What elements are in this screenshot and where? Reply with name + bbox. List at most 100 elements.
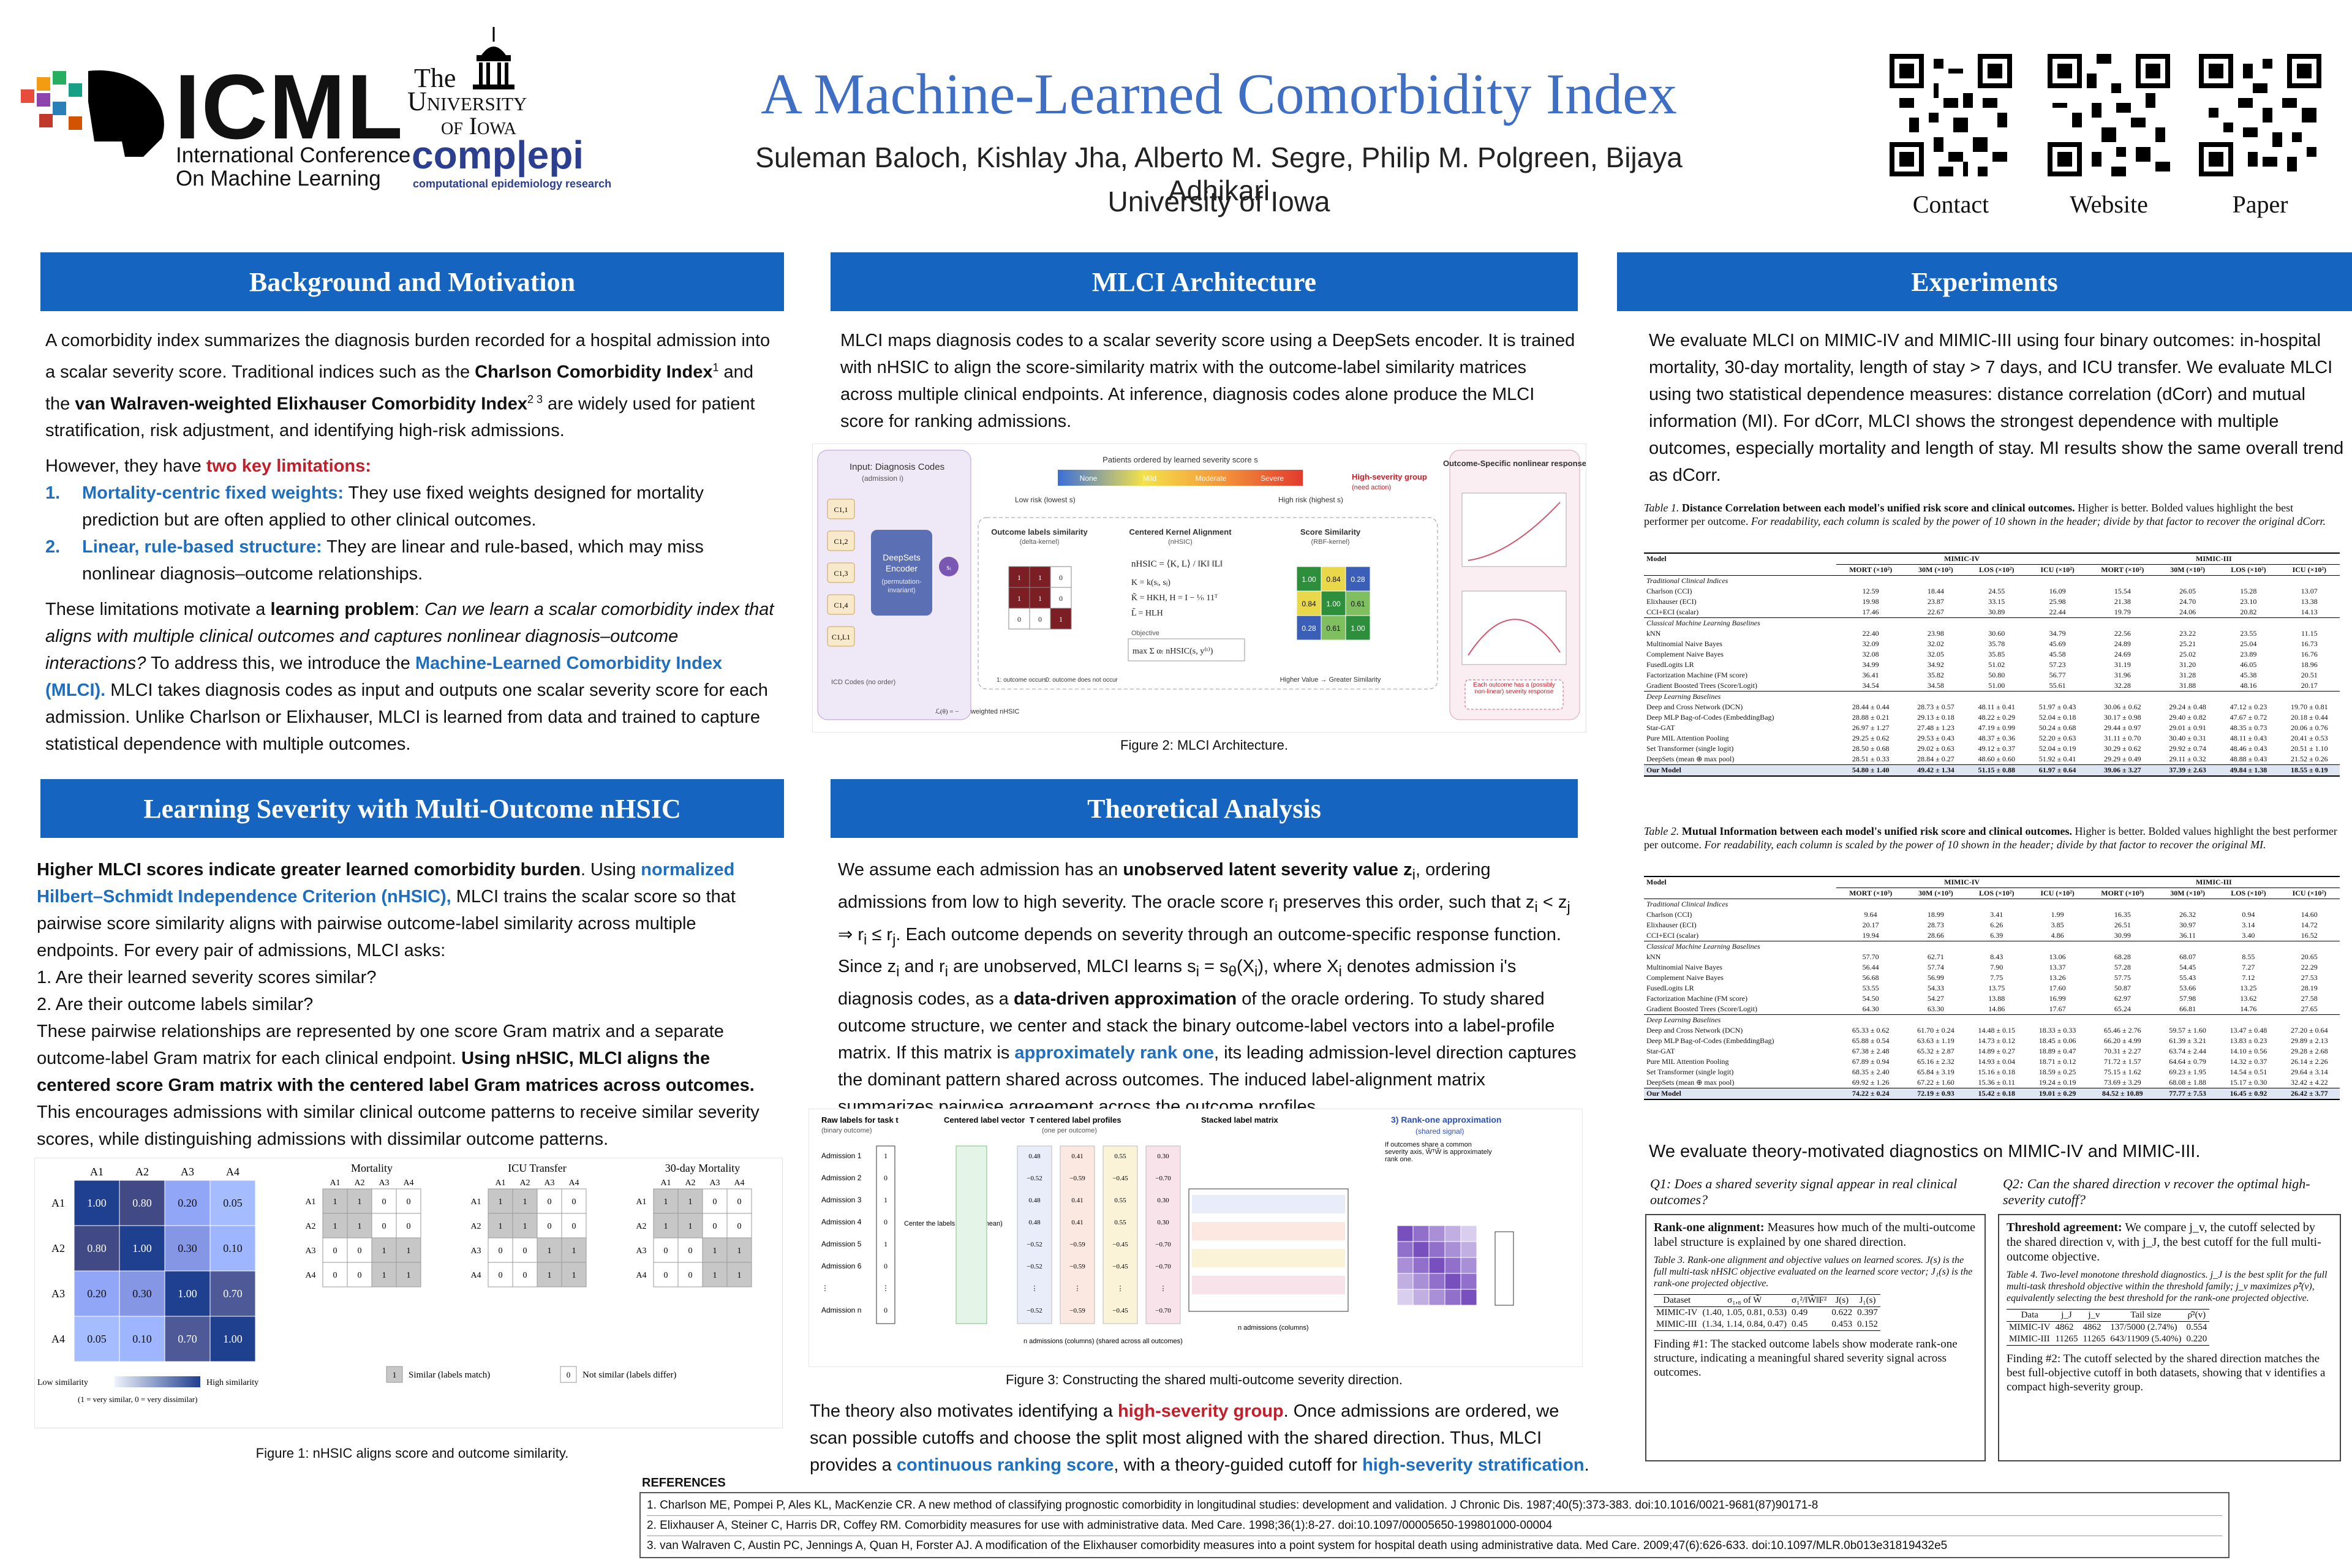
fig1-score-value: 0.10 xyxy=(223,1242,243,1254)
table-cell: 57.98 xyxy=(2179,994,2196,1003)
poster-authors: Suleman Baloch, Kishlay Jha, Alberto M. … xyxy=(755,141,1683,206)
table-cell: 34.99 xyxy=(1862,660,1879,669)
table-header-model: Model xyxy=(1646,878,1667,887)
references-box: 1. Charlson ME, Pompei P, Ales KL, MacKe… xyxy=(639,1492,2230,1558)
fig1-score-cell xyxy=(209,1180,256,1226)
table-cell: 23.89 xyxy=(2240,650,2257,658)
table-cell: 68.08 ± 1.88 xyxy=(2169,1078,2206,1087)
fig2-band-label: Mild xyxy=(1143,474,1156,483)
table-cell: 14.76 xyxy=(2240,1005,2257,1013)
table-cell: 34.58 xyxy=(1927,681,1944,690)
table-cell: 23.55 xyxy=(2240,629,2257,638)
fig3-rank-note-box: If outcomes share a common severity axis… xyxy=(1385,1141,1492,1163)
fig3-rank-cell xyxy=(1428,1257,1446,1274)
small-table-cell: 0.453 xyxy=(1831,1319,1853,1329)
small-table-cell: (1.34, 1.14, 0.84, 0.47) xyxy=(1702,1319,1787,1329)
table-header-dataset: MIMIC-IV xyxy=(1836,876,2088,888)
small-table-cell: 0.397 xyxy=(1857,1308,1878,1317)
table-cell: 45.58 xyxy=(2049,650,2066,658)
fig1-panel-row-label: A3 xyxy=(305,1246,315,1256)
icml-logo-mark xyxy=(21,65,174,163)
table-cell: 26.97 ± 1.27 xyxy=(1852,723,1890,732)
small-table-cell: (1.40, 1.05, 0.81, 0.53) xyxy=(1702,1308,1787,1317)
fig1-panel-row-label: A3 xyxy=(636,1246,646,1256)
fig1-label-cell xyxy=(677,1213,703,1238)
fig3-profile-value: −0.59 xyxy=(1069,1241,1085,1248)
table-cell: Charlson (CCI) xyxy=(1646,587,1692,595)
fig3-stacked-row xyxy=(1192,1249,1345,1267)
contact-qr-code[interactable] xyxy=(1890,54,2012,176)
table-cell: 48.11 ± 0.43 xyxy=(2230,734,2267,742)
table-cell: 18.96 xyxy=(2301,660,2318,669)
fig2-ss-sub: (RBF-kernel) xyxy=(1311,538,1350,546)
table-cell: 65.24 xyxy=(2114,1005,2131,1013)
table-cell: 34.92 xyxy=(1927,660,1944,669)
svg-text:sᵢ: sᵢ xyxy=(946,562,951,571)
fig1-score-value: 1.00 xyxy=(223,1333,243,1345)
fig2-objective: Objective xyxy=(1131,630,1159,637)
small-table-cell: 0.220 xyxy=(2186,1334,2207,1344)
table-column-header: MORT (×10²) xyxy=(1849,565,1893,574)
table-cell: 30.97 xyxy=(2179,921,2196,929)
table-cell: 56.44 xyxy=(1862,963,1879,971)
fig2-high-sev-sub: (need action) xyxy=(1352,484,1391,491)
table-cell: 16.52 xyxy=(2301,931,2318,940)
fig3-profile-value: 0.30 xyxy=(1157,1197,1169,1204)
table-cell: FusedLogits LR xyxy=(1646,660,1694,669)
fig1-score-value: 0.80 xyxy=(87,1242,107,1254)
table-cell: 20.18 ± 0.44 xyxy=(2291,713,2328,722)
table-cell: 28.44 ± 0.44 xyxy=(1852,703,1890,711)
figure-2-canvas: Input: Diagnosis Codes (admission i) C1,… xyxy=(817,450,1586,720)
table-cell: 22.56 xyxy=(2114,629,2131,638)
fig3-rank-cell xyxy=(1396,1241,1414,1258)
fig1-label-cell xyxy=(396,1237,421,1263)
table-cell: 53.66 xyxy=(2179,984,2196,992)
learning-question-2: 2. Are their outcome labels similar? xyxy=(37,995,314,1014)
table-1-caption: Table 1. Distance Correlation between ea… xyxy=(1644,502,2326,527)
table-cell: 26.14 ± 2.26 xyxy=(2291,1057,2328,1066)
table-cell: 21.38 xyxy=(2114,597,2131,606)
table-cell: 25.98 xyxy=(2049,597,2066,606)
table-group-label: Traditional Clinical Indices xyxy=(1646,900,1728,908)
website-qr-code[interactable] xyxy=(2048,54,2170,176)
fig1-label-cell xyxy=(371,1237,397,1263)
table-cell: 29.02 ± 0.63 xyxy=(1917,744,1954,753)
fig1-score-cell xyxy=(119,1180,165,1226)
table-cell: 51.92 ± 0.41 xyxy=(2038,755,2076,763)
small-table-header: j_v xyxy=(2088,1310,2100,1320)
table-cell: 31.20 xyxy=(2179,660,2196,669)
table-cell: 20.82 xyxy=(2240,608,2257,616)
table-row: Set Transformer (single logit)28.50 ± 0.… xyxy=(1644,744,2340,754)
svg-text:L̃ = HLH: L̃ = HLH xyxy=(1131,608,1163,618)
small-table-header: Tail size xyxy=(2130,1310,2162,1320)
fig3-profile-value: ⋮ xyxy=(1031,1285,1038,1292)
fig1-label-value: 0 xyxy=(688,1246,693,1256)
table-cell: Multinomial Naive Bayes xyxy=(1646,963,1722,971)
table-cell: 14.89 ± 0.27 xyxy=(1978,1047,2016,1055)
fig1-high-sim: High similarity xyxy=(206,1378,258,1387)
table-cell: Pure MIL Attention Pooling xyxy=(1646,734,1729,742)
table-group-label: Deep Learning Baselines xyxy=(1646,1016,1721,1024)
fig3-rank-cell xyxy=(1444,1289,1461,1306)
fig3-n-admissions: n admissions (columns) (shared across al… xyxy=(1023,1338,1183,1345)
paper-qr-code[interactable] xyxy=(2199,54,2321,176)
fig1-score-cell xyxy=(209,1270,256,1317)
fig1-label-value: 0 xyxy=(407,1222,411,1231)
fig1-label-value: 1 xyxy=(407,1246,411,1256)
small-table-header: Dataset xyxy=(1663,1295,1691,1305)
table-cell: 20.65 xyxy=(2301,952,2318,961)
fig2-olabel-value: 1 xyxy=(1059,615,1063,624)
background-section-title: Background and Motivation xyxy=(40,252,784,311)
table-column-header: 30M (×10²) xyxy=(1918,565,1953,574)
fig1-label-cell xyxy=(561,1188,587,1214)
svg-text:max Σ αₜ nHSIC(s, y⁽ᵗ⁾): max Σ αₜ nHSIC(s, y⁽ᵗ⁾) xyxy=(1133,647,1213,656)
table-cell: 67.22 ± 1.60 xyxy=(1917,1078,1954,1087)
table-cell-ours: 54.80 ± 1.40 xyxy=(1852,766,1890,774)
fig1-label-cell xyxy=(702,1188,728,1214)
table-cell: 57.28 xyxy=(2114,963,2131,971)
fig2-ss-value: 0.84 xyxy=(1302,600,1316,608)
figure-1-caption: Figure 1: nHSIC aligns score and outcome… xyxy=(255,1446,569,1461)
